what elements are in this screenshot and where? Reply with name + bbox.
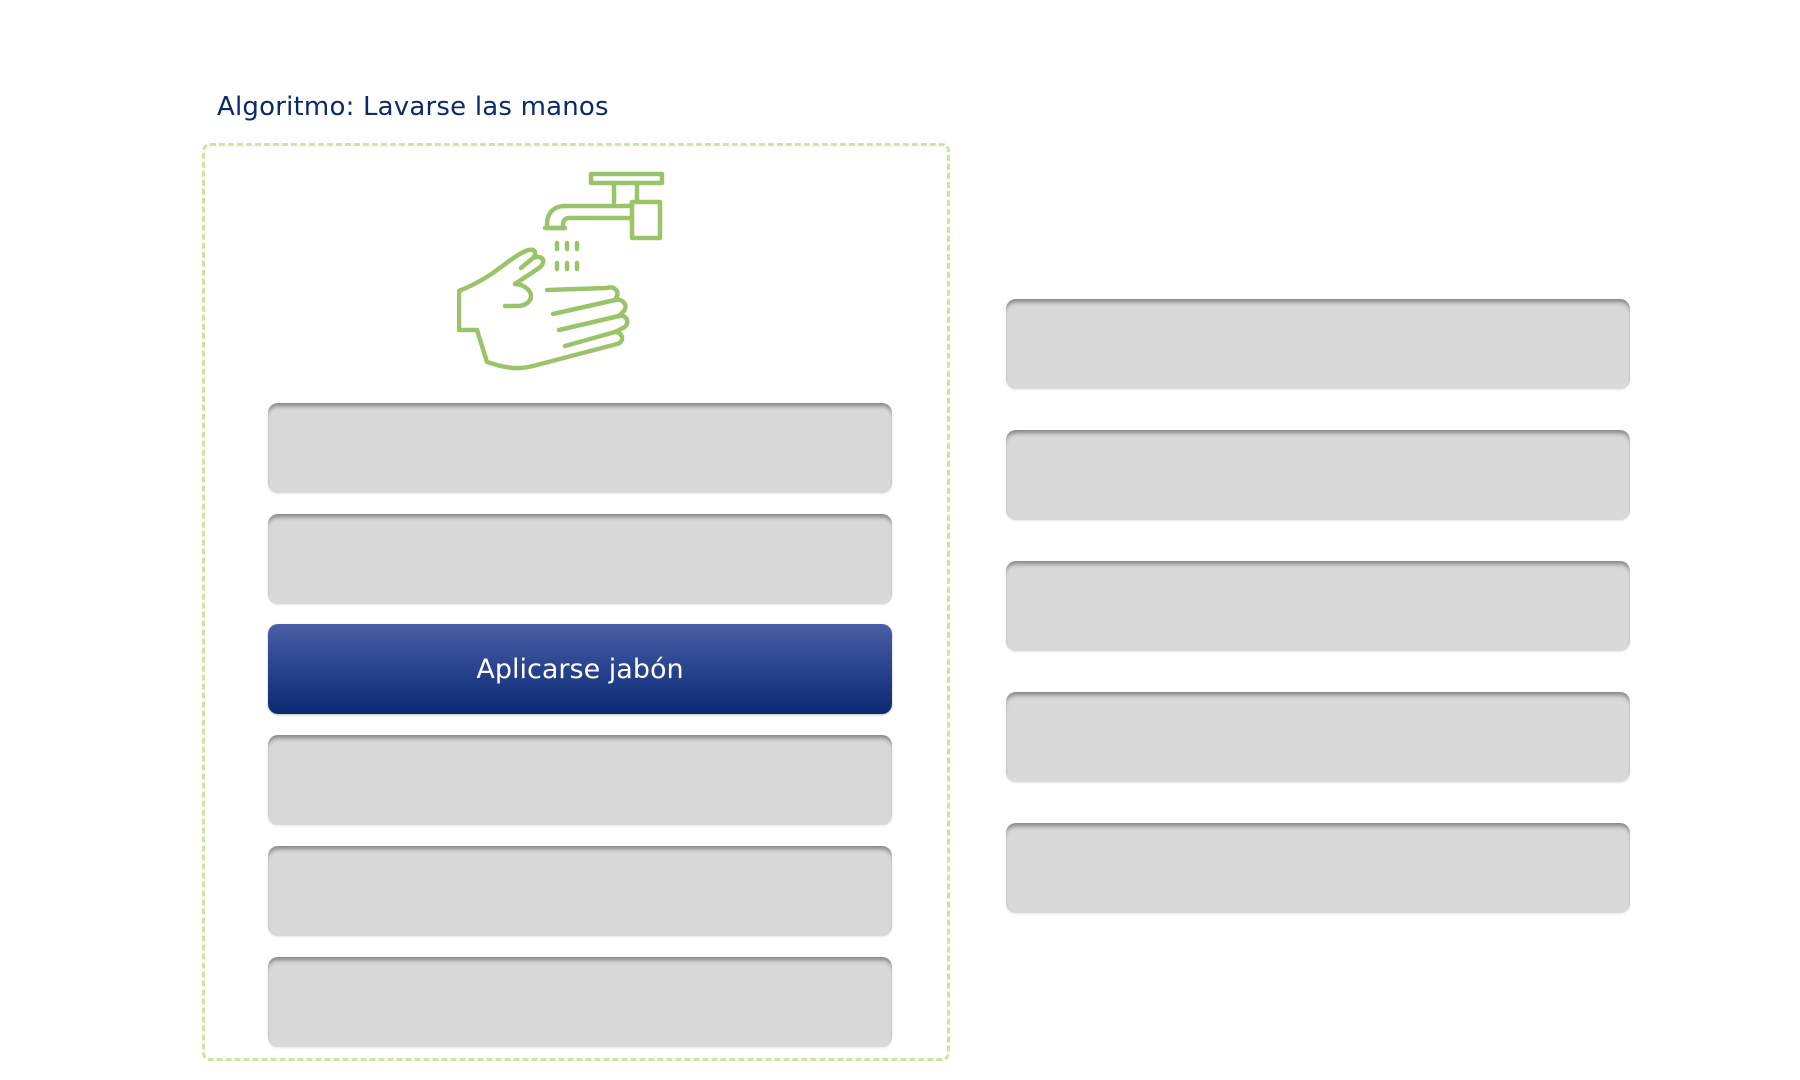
step-slot-1[interactable] [268, 403, 892, 493]
step-slot-5[interactable] [268, 846, 892, 936]
hand-washing-icon [457, 171, 665, 371]
option-slot-2[interactable] [1006, 430, 1630, 520]
step-slot-6[interactable] [268, 957, 892, 1047]
sequence-drop-zone [202, 143, 950, 1061]
step-card-apply-soap[interactable]: Aplicarse jabón [268, 624, 892, 714]
step-slot-2[interactable] [268, 514, 892, 604]
step-card-label: Aplicarse jabón [476, 653, 684, 685]
step-slot-4[interactable] [268, 735, 892, 825]
option-slot-4[interactable] [1006, 692, 1630, 782]
activity-title: Algoritmo: Lavarse las manos [217, 92, 609, 122]
option-slot-3[interactable] [1006, 561, 1630, 651]
option-slot-5[interactable] [1006, 823, 1630, 913]
option-slot-1[interactable] [1006, 299, 1630, 389]
